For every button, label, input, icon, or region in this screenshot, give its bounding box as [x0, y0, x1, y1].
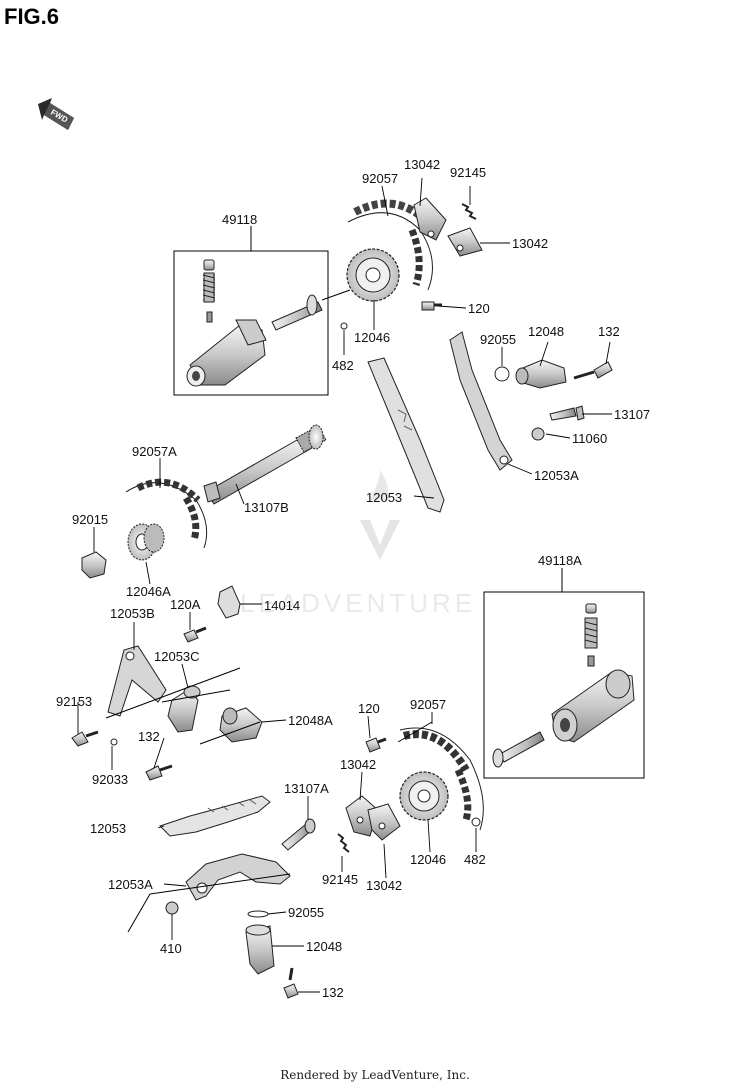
label-92055-bottom: 92055: [288, 905, 324, 920]
cam-plate-top-b: [447, 227, 483, 257]
label-12046A: 12046A: [126, 584, 171, 599]
label-132-bottom: 132: [322, 985, 344, 1000]
small-spring-bottom: [337, 833, 350, 853]
guide-12053C: [167, 685, 201, 733]
bolt-92153: [71, 730, 99, 747]
label-132-top: 132: [598, 324, 620, 339]
shaft-13107B: [203, 424, 327, 505]
label-92145-top: 92145: [450, 165, 486, 180]
bolt-132-top: [573, 361, 613, 380]
label-92057-top: 92057: [362, 171, 398, 186]
tensioner-12048-top: [515, 359, 567, 389]
ring-482-top: [340, 322, 348, 330]
label-92055-top: 92055: [480, 332, 516, 347]
tensioner-12048A: [199, 707, 263, 745]
label-12053A-top: 12053A: [534, 468, 579, 483]
leader-lines: [77, 177, 612, 993]
ring-482-bottom: [471, 817, 481, 827]
label-482-top: 482: [332, 358, 354, 373]
nut-92015: [81, 551, 107, 579]
tensioner-12048-bottom: [245, 924, 275, 975]
oring-92055-top: [494, 366, 510, 382]
bolt-13107: [549, 405, 585, 421]
label-12053-top: 12053: [366, 490, 402, 505]
bolt-120A: [183, 626, 207, 643]
cam-plate-bottom-b: [367, 803, 401, 841]
camshaft-assembly-box-49118: [173, 226, 329, 396]
label-13107A: 13107A: [284, 781, 329, 796]
label-12046-bottom: 12046: [410, 852, 446, 867]
label-13107B: 13107B: [244, 500, 289, 515]
watermark-logo: LEADVENTURE: [240, 470, 476, 618]
watermark-text: LEADVENTURE: [240, 588, 476, 618]
chain-guide-12053A-bottom: [127, 853, 291, 933]
label-132-mid: 132: [138, 729, 160, 744]
label-92153: 92153: [56, 694, 92, 709]
label-120-bottom: 120: [358, 701, 380, 716]
label-92145-bottom: 92145: [322, 872, 358, 887]
label-92015: 92015: [72, 512, 108, 527]
label-92057-bottom: 92057: [410, 697, 446, 712]
label-12053-bottom: 12053: [90, 821, 126, 836]
oring-92055-bottom: [247, 910, 269, 918]
cam-sprocket-bottom: [399, 771, 449, 821]
camshaft-assembly-box-49118A: [483, 568, 645, 779]
fwd-arrow-icon: FWD: [38, 98, 74, 130]
label-12053A-bottom: 12053A: [108, 877, 153, 892]
assembly-line-12053C: [161, 689, 231, 703]
bolt-132-bottom: [283, 967, 299, 999]
bolt-13107A: [281, 818, 316, 851]
bolt-132-mid: [145, 764, 173, 781]
bolt-120-bottom: [365, 737, 387, 753]
label-92033: 92033: [92, 772, 128, 787]
guide-12053B: [107, 645, 167, 717]
label-92057A: 92057A: [132, 444, 177, 459]
chain-guide-12053A-top: [449, 331, 513, 471]
label-14014: 14014: [264, 598, 300, 613]
bracket-14014: [217, 585, 262, 619]
assembly-line-12053B: [105, 667, 241, 719]
washer-92033: [110, 738, 118, 746]
sprocket-12046A: [127, 523, 165, 561]
chain-guide-12053-top: [367, 357, 445, 513]
footer-credit: Rendered by LeadVenture, Inc.: [280, 1068, 470, 1082]
chain-guide-12053-bottom: [159, 795, 271, 837]
label-13107: 13107: [614, 407, 650, 422]
label-13042-b: 13042: [512, 236, 548, 251]
cam-sprocket-top: [321, 248, 400, 302]
label-49118: 49118: [222, 212, 257, 227]
label-12048-bottom: 12048: [306, 939, 342, 954]
washer-410: [165, 901, 179, 915]
label-12046-top: 12046: [354, 330, 390, 345]
label-120-top: 120: [468, 301, 490, 316]
label-12048-top: 12048: [528, 324, 564, 339]
cam-plate-top-a: [413, 197, 447, 241]
label-11060: 11060: [572, 431, 607, 446]
label-13042-a: 13042: [404, 157, 440, 172]
figure-title: FIG.6: [4, 4, 60, 29]
label-12053C: 12053C: [154, 649, 200, 664]
label-12048A: 12048A: [288, 713, 333, 728]
label-49118A: 49118A: [538, 553, 582, 568]
label-13042-d: 13042: [366, 878, 402, 893]
label-13042-c: 13042: [340, 757, 376, 772]
label-482-bottom: 482: [464, 852, 486, 867]
label-410: 410: [160, 941, 182, 956]
washer-11060: [531, 427, 545, 441]
part-labels: 49118 92057 13042 92145 13042 120 12046 …: [56, 157, 650, 1000]
small-spring-top: [461, 203, 477, 220]
cam-chain-bottom: [397, 721, 484, 831]
bolt-120-top: [421, 301, 442, 311]
label-120A: 120A: [170, 597, 201, 612]
label-12053B: 12053B: [110, 606, 155, 621]
cam-chain-92057A: [125, 478, 208, 549]
